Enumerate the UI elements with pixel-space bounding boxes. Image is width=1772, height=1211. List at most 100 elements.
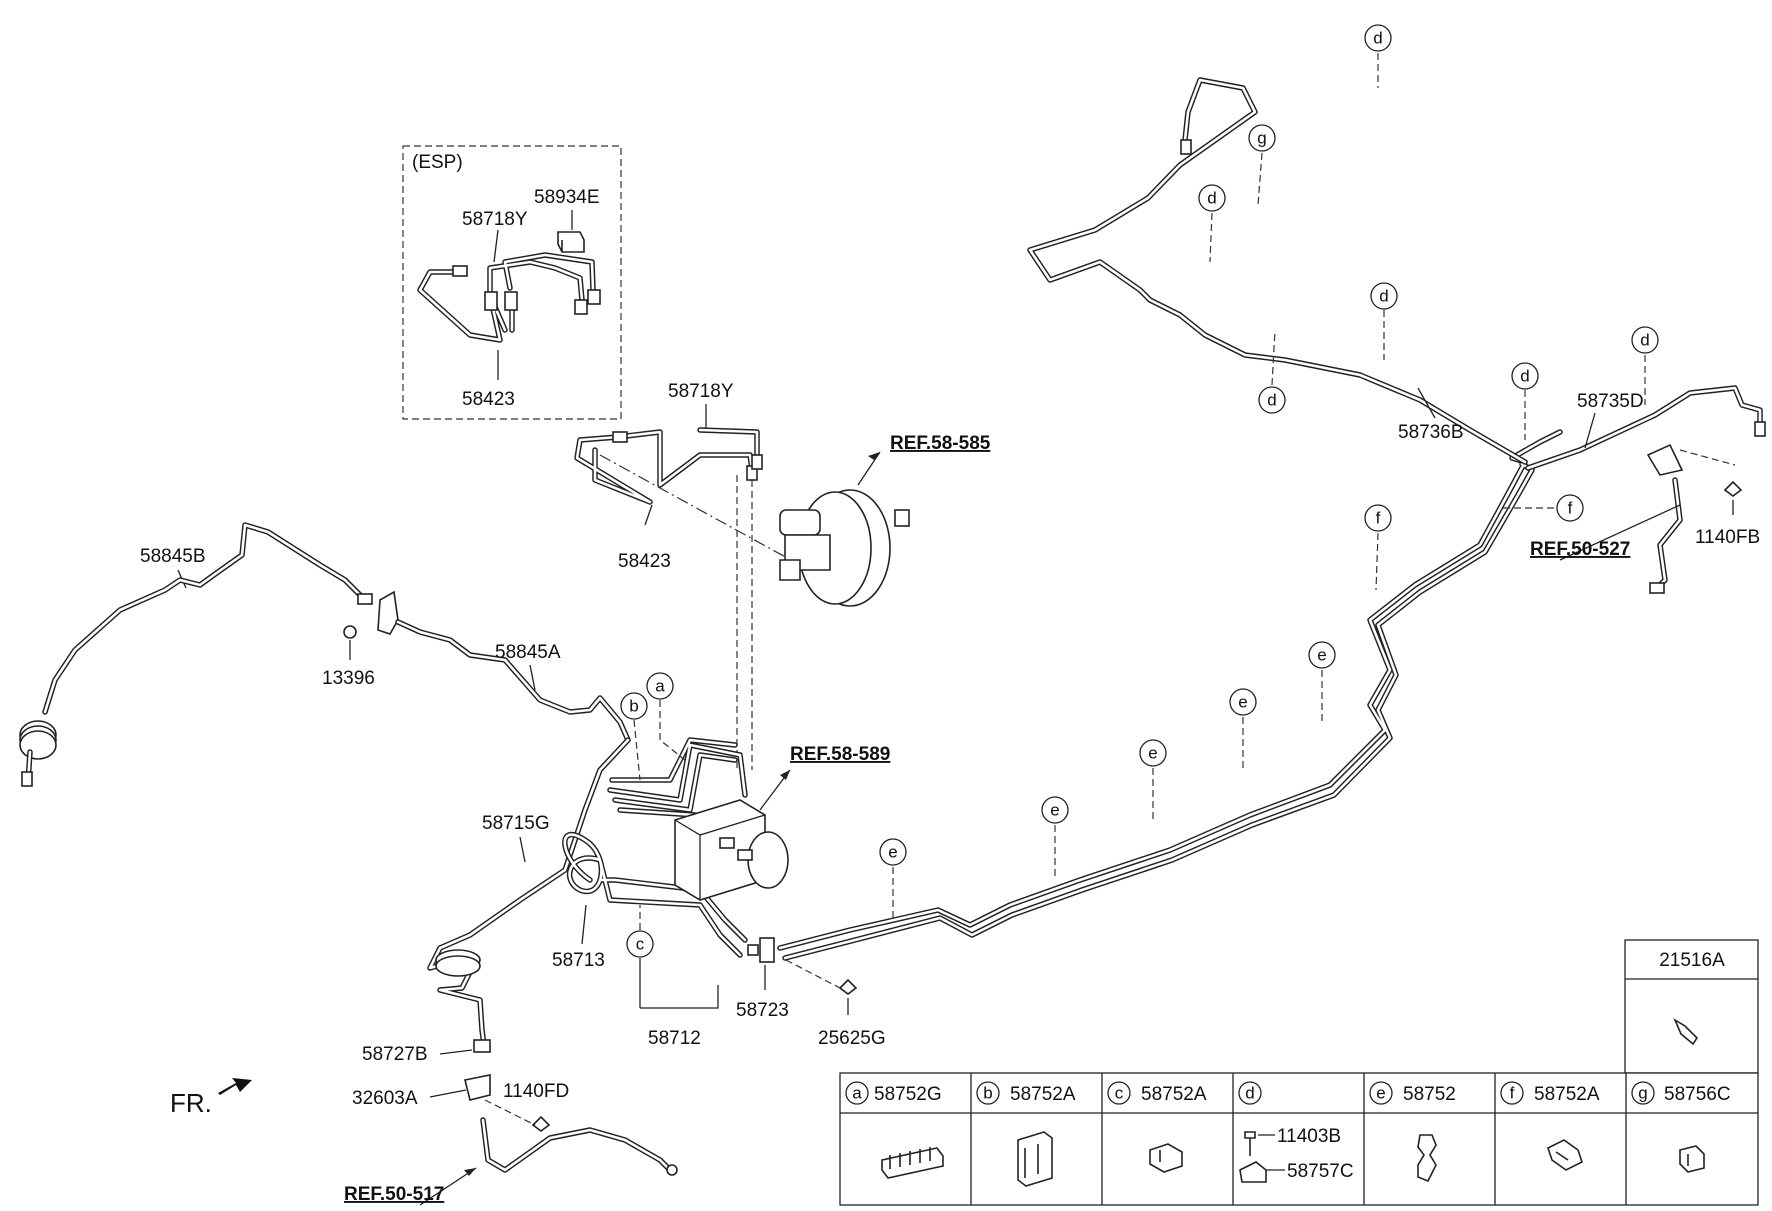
bolt-11403B-icon	[1244, 1131, 1256, 1156]
callout-d-3[interactable]: d	[1370, 282, 1398, 360]
callout-d-5[interactable]: d	[1511, 362, 1539, 440]
bracket-icon	[377, 590, 399, 635]
clip-g-icon	[1679, 1145, 1705, 1173]
svg-text:e: e	[888, 843, 897, 862]
svg-text:f: f	[1568, 499, 1573, 518]
abs-area: REF.58-589 a b 58715G 58727B 58713 c 587…	[362, 672, 890, 1065]
part-13396-label: 13396	[322, 668, 375, 689]
joint-58723-icon	[759, 937, 775, 963]
master-cylinder-pipes: 58718Y 58423	[574, 381, 801, 770]
svg-text:g: g	[1638, 1084, 1647, 1103]
part-58845A-label: 58845A	[495, 642, 561, 663]
clip-callouts: d g d d d d d f f e e e e e	[879, 24, 1659, 918]
nut-13396-icon	[343, 625, 357, 639]
clip-f-icon	[1547, 1139, 1583, 1171]
abs-motor-icon	[747, 831, 789, 889]
callout-a[interactable]	[646, 672, 674, 700]
legend-part-c: 58752A	[1141, 1084, 1207, 1105]
reservoir-icon	[779, 509, 821, 536]
esp-inset-border	[402, 145, 622, 420]
part-58423-label: 58423	[618, 551, 671, 572]
legend-col-e: e 58752	[1369, 1081, 1456, 1183]
part-58718Y-esp-label: 58718Y	[462, 209, 528, 230]
part-58735D-label: 58735D	[1577, 391, 1644, 412]
clip-e-icon	[1417, 1134, 1437, 1183]
part-1140FB-label: 1140FB	[1695, 527, 1760, 548]
bolt-1140FB-icon	[1723, 480, 1743, 497]
svg-text:e: e	[1050, 801, 1059, 820]
bracket-32603A-icon	[464, 1074, 491, 1101]
rear-left-lines: 58845B 13396 58845A	[19, 522, 631, 787]
fr-label: FR.	[170, 1088, 212, 1118]
callout-b[interactable]	[620, 692, 648, 720]
clip-c-icon	[1149, 1143, 1183, 1173]
callout-c[interactable]	[626, 930, 654, 958]
svg-text:e: e	[1148, 744, 1157, 763]
svg-text:e: e	[1317, 646, 1326, 665]
legend-col-g: g 58756C	[1631, 1081, 1731, 1173]
legend-col-a: a 58752G	[845, 1081, 944, 1179]
callout-d-6[interactable]: d	[1631, 326, 1659, 405]
legend-part-b: 58752A	[1010, 1084, 1076, 1105]
callout-f-1[interactable]: f	[1500, 494, 1584, 522]
part-58423-esp-label: 58423	[462, 389, 515, 410]
svg-text:d: d	[1245, 1084, 1254, 1103]
callout-e-3[interactable]: e	[1139, 739, 1167, 820]
bracket-rr-icon	[1646, 443, 1684, 476]
callout-f-2[interactable]: f	[1364, 504, 1392, 591]
svg-text:e: e	[1376, 1084, 1385, 1103]
callout-d-2[interactable]: d	[1198, 184, 1226, 263]
callout-e-2[interactable]: e	[1229, 688, 1257, 770]
sensor-58934E-icon	[557, 231, 585, 253]
svg-text:c: c	[636, 935, 645, 954]
svg-text:d: d	[1640, 331, 1649, 350]
legend-part-e: 58752	[1403, 1084, 1456, 1105]
front-direction-indicator: FR.	[170, 1078, 252, 1118]
ref-50-527[interactable]: REF.50-527	[1530, 539, 1630, 560]
svg-text:b: b	[629, 697, 638, 716]
legend-part-g: 58756C	[1664, 1084, 1731, 1105]
callout-g[interactable]: g	[1248, 124, 1276, 206]
legend-part-21516A: 21516A	[1659, 950, 1725, 971]
esp-inset: (ESP) 58934E 58718Y 58423	[402, 145, 622, 420]
callout-d-4[interactable]: d	[1258, 329, 1286, 414]
clip-a-icon	[881, 1147, 944, 1179]
svg-text:d: d	[1373, 29, 1382, 48]
legend-part-f: 58752A	[1534, 1084, 1600, 1105]
part-58715G-label: 58715G	[482, 813, 550, 834]
callout-d-1[interactable]: d	[1364, 24, 1392, 88]
bolt-21516A-icon	[1673, 1018, 1699, 1046]
main-rear-lines: 58736B 58735D	[777, 77, 1766, 961]
ref-58-589[interactable]: REF.58-589	[790, 744, 890, 765]
bolt-1140FD-icon	[531, 1115, 551, 1132]
ref-58-585[interactable]: REF.58-585	[890, 433, 991, 454]
legend-part-11403B: 11403B	[1277, 1126, 1341, 1147]
legend-table: 21516A a 58752G b 58752A c 58752A d	[839, 939, 1759, 1206]
esp-label: (ESP)	[412, 152, 463, 173]
svg-text:d: d	[1207, 189, 1216, 208]
esp-pipes	[417, 252, 601, 343]
front-left-hose: 32603A 1140FD REF.50-517	[344, 1074, 678, 1206]
legend-col-c: c 58752A	[1107, 1081, 1207, 1173]
part-1140FD-label: 1140FD	[503, 1081, 569, 1102]
callout-e-1[interactable]: e	[1308, 641, 1336, 722]
callout-e-4[interactable]: e	[1041, 796, 1069, 880]
ref-50-517[interactable]: REF.50-517	[344, 1184, 444, 1205]
part-58934E-label: 58934E	[534, 187, 600, 208]
clip-58757C-icon	[1239, 1161, 1267, 1183]
clip-b-icon	[1017, 1131, 1053, 1187]
svg-text:a: a	[655, 677, 665, 696]
svg-text:d: d	[1379, 287, 1388, 306]
svg-text:d: d	[1520, 367, 1529, 386]
callout-e-5[interactable]: e	[879, 838, 907, 918]
svg-text:b: b	[983, 1084, 992, 1103]
legend-part-58757C: 58757C	[1287, 1161, 1354, 1182]
svg-text:f: f	[1510, 1084, 1515, 1103]
part-32603A-label: 32603A	[352, 1088, 418, 1109]
brake-booster: REF.58-585	[779, 433, 991, 607]
svg-text:f: f	[1376, 509, 1381, 528]
svg-text:g: g	[1257, 129, 1266, 148]
svg-text:a: a	[852, 1084, 862, 1103]
bolt-25625G-icon	[838, 978, 858, 995]
part-58845B-label: 58845B	[140, 546, 206, 567]
